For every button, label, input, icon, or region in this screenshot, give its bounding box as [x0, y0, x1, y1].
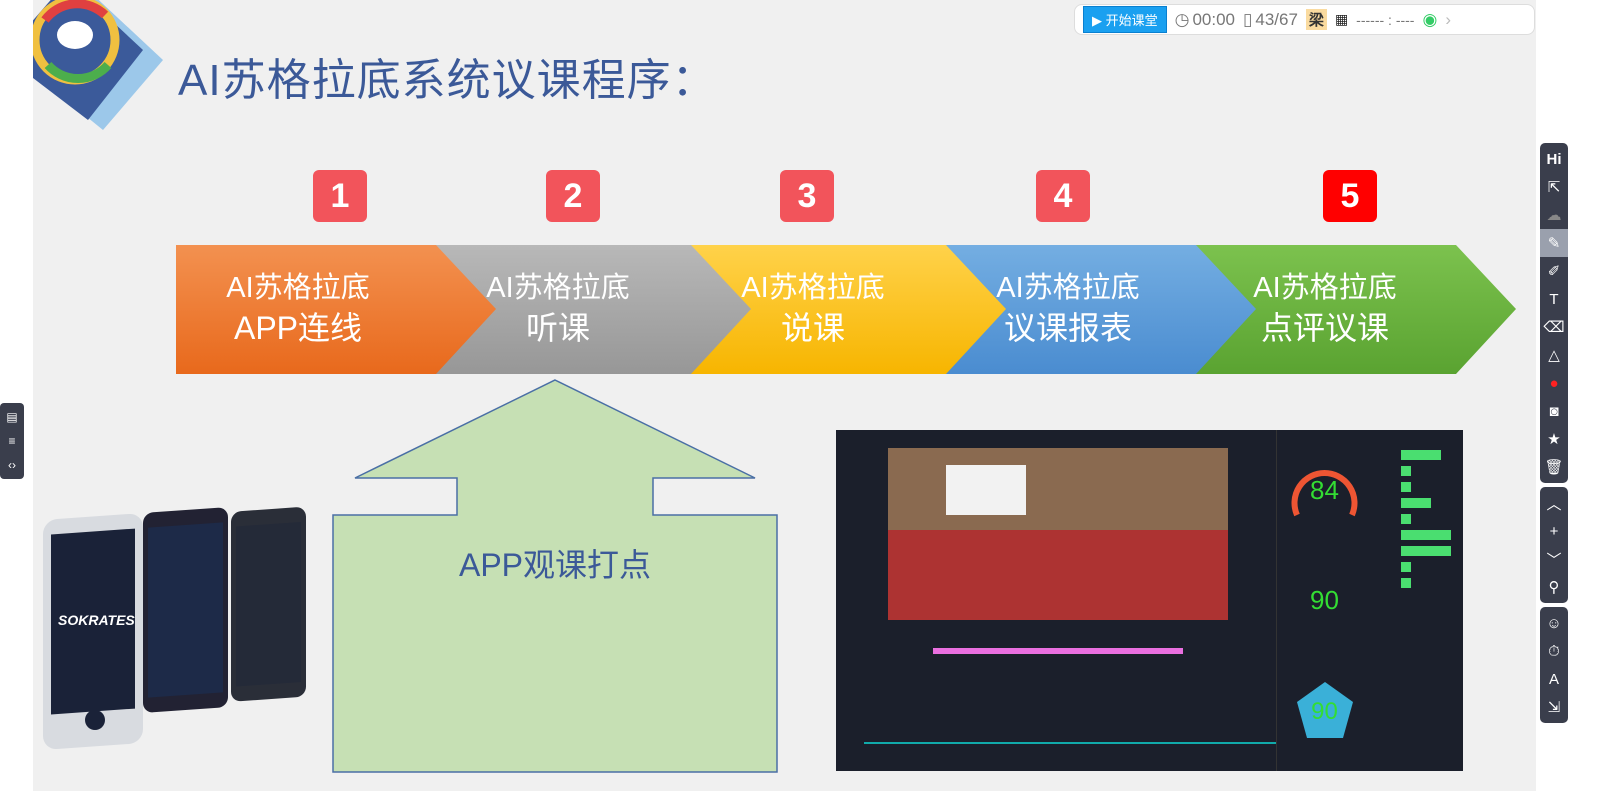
qr-code-icon[interactable]: ▦ — [1334, 11, 1349, 27]
exit-icon[interactable]: ⇲ — [1547, 699, 1561, 716]
timeline-chart — [864, 648, 1276, 744]
pentagon-score: 90 — [1311, 698, 1338, 725]
logo — [33, 0, 163, 130]
step-arrow-1 — [1192, 245, 1516, 374]
right-toolbar: Hi ⇱ ☁ ✎ ✐ T ⌫ △ ● ◙ ★ 🗑 ︿ + ﹀ ⚲ ☺ ⏱ A ⇲ — [1540, 143, 1568, 727]
bar — [1401, 578, 1411, 588]
signal-icon[interactable]: ◉ — [1422, 9, 1438, 29]
step-arrow-4 — [431, 245, 751, 374]
chevron-down-icon[interactable]: ﹀ — [1546, 551, 1562, 569]
chevron-up-icon[interactable]: ︿ — [1546, 495, 1562, 513]
connection-code: ------ : ---- — [1356, 11, 1415, 28]
bar — [1401, 466, 1411, 476]
page-title: AI苏格拉底系统议课程序： — [178, 56, 717, 105]
step-number-4: 4 — [1036, 170, 1090, 222]
dashboard-screenshot: 84 90 90 — [836, 430, 1463, 771]
timer: ◷00:00 — [1174, 9, 1236, 29]
document-icon: ▯ — [1243, 9, 1253, 29]
bar — [1401, 546, 1451, 556]
step-number-1: 1 — [313, 170, 367, 222]
user-icon[interactable]: ☺ — [1546, 614, 1562, 632]
start-class-button[interactable]: ▶ 开始课堂 — [1083, 6, 1167, 33]
step-label-2: AI苏格拉底听课 — [486, 272, 630, 346]
step-arrow-2 — [941, 245, 1256, 374]
process-arrows — [176, 245, 1516, 374]
search-icon[interactable]: ⚲ — [1548, 579, 1560, 596]
eraser-icon[interactable]: ⌫ — [1543, 319, 1565, 336]
bar — [1401, 450, 1441, 460]
code-icon[interactable]: ‹› — [8, 458, 16, 472]
file-icon[interactable]: ▤ — [6, 410, 18, 424]
stamp-icon[interactable]: ★ — [1547, 431, 1561, 448]
plus-icon[interactable]: + — [1549, 522, 1559, 540]
up-arrow-shape — [332, 379, 778, 773]
marker-icon[interactable]: ✐ — [1547, 263, 1561, 280]
bar-chart — [1401, 450, 1451, 594]
radar-score: 90 — [1310, 585, 1339, 615]
step-arrow-3 — [686, 245, 1006, 374]
camera-icon[interactable]: ◙ — [1549, 402, 1559, 420]
bar — [1401, 482, 1411, 492]
trash-icon[interactable]: 🗑 — [1544, 459, 1564, 476]
hi-button[interactable]: Hi — [1546, 150, 1562, 168]
page-counter: ▯43/67 — [1243, 9, 1298, 29]
bar — [1401, 562, 1411, 572]
pentagon-chart — [1297, 682, 1353, 738]
bar — [1401, 530, 1451, 540]
user-badge[interactable]: 梁 — [1305, 9, 1327, 30]
stopwatch-icon[interactable]: ⏱ — [1548, 642, 1560, 660]
bar — [1401, 498, 1431, 508]
pointer-icon[interactable]: ⇱ — [1547, 179, 1561, 196]
laser-icon[interactable]: ☁ — [1546, 207, 1562, 224]
shapes-icon[interactable]: △ — [1548, 347, 1560, 364]
gauge-score: 84 — [1310, 475, 1339, 505]
svg-text:SOKRATES: SOKRATES — [58, 612, 135, 628]
step-label-3: AI苏格拉底说课 — [741, 272, 885, 346]
gauge-chart — [1291, 470, 1358, 517]
step-arrow-5 — [176, 245, 496, 374]
step-number-2: 2 — [546, 170, 600, 222]
font-size-icon[interactable]: A — [1548, 670, 1559, 688]
phones-image: SOKRATES — [43, 507, 306, 750]
text-icon[interactable]: T — [1549, 290, 1559, 308]
palette-icon[interactable]: ● — [1549, 374, 1559, 392]
up-arrow-label: APP观课打点 — [458, 547, 652, 583]
list-icon[interactable]: ≡ — [8, 434, 16, 448]
bar — [1401, 514, 1411, 524]
pencil-icon[interactable]: ✎ — [1540, 229, 1568, 257]
left-toolbar: ▤ ≡ ‹› — [0, 403, 24, 479]
clock-icon: ◷ — [1174, 9, 1190, 29]
step-number-3: 3 — [780, 170, 834, 222]
step-number-5: 5 — [1323, 170, 1377, 222]
step-label-5: AI苏格拉底点评议课 — [1253, 272, 1397, 346]
chevron-right-icon[interactable]: › — [1445, 9, 1451, 29]
step-label-4: AI苏格拉底议课报表 — [996, 272, 1140, 346]
top-toolbar: ▶ 开始课堂 ◷00:00 ▯43/67 梁 ▦ ------ : ---- ◉… — [1074, 4, 1535, 35]
